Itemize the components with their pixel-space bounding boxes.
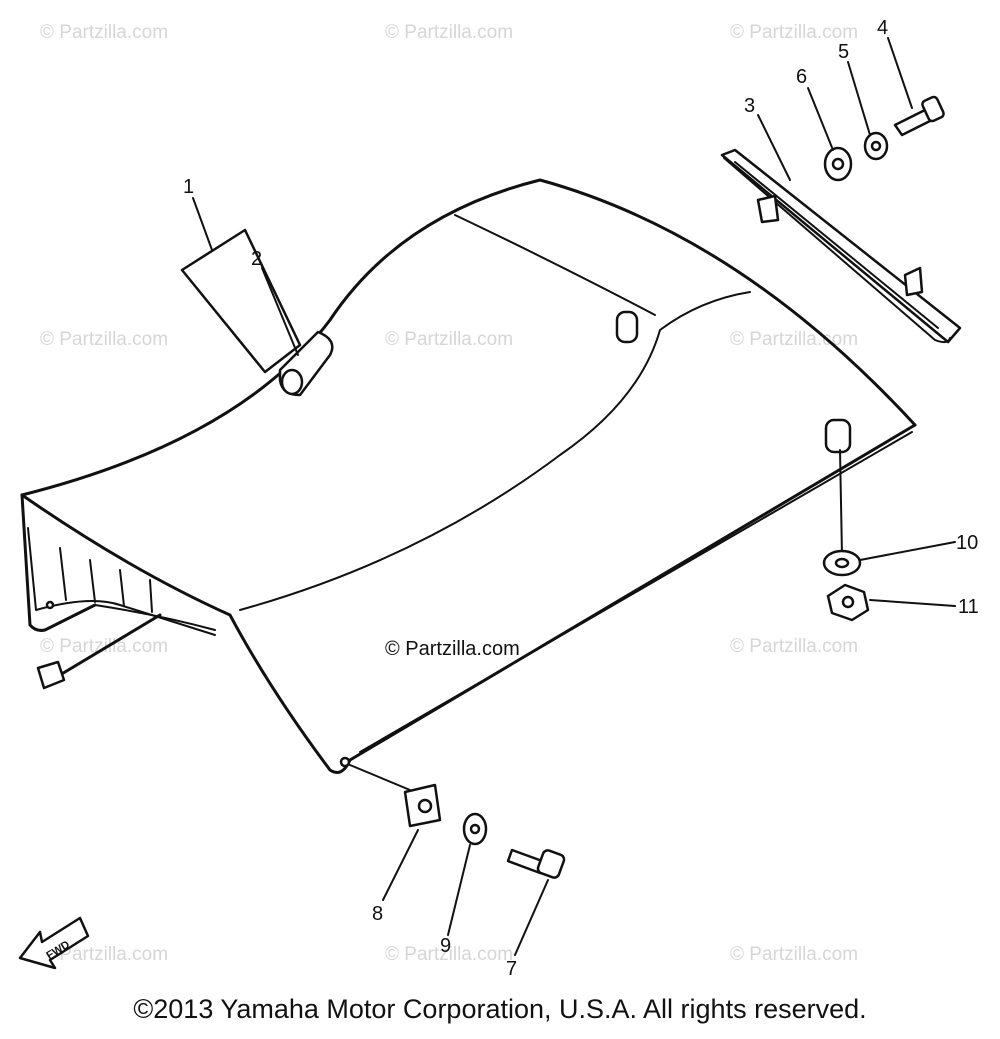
seat-front-skirt [20, 493, 97, 632]
seat-cushion-contour [239, 291, 751, 611]
watermark-layer: © Partzilla.com © Partzilla.com © Partzi… [40, 22, 858, 965]
part-7-bolt-head [536, 849, 566, 879]
seat-damper [615, 310, 639, 344]
callout-4: 4 [877, 17, 888, 39]
copyright-footer: ©2013 Yamaha Motor Corporation, U.S.A. A… [133, 994, 867, 1024]
leader-11 [869, 599, 956, 607]
plate-inner [723, 157, 951, 344]
part-4-bolt-head [921, 95, 945, 123]
seat-top-outline [20, 178, 917, 497]
seat-rear-ridge [454, 214, 656, 316]
callout-11: 11 [958, 596, 979, 618]
bottom-hardware [349, 764, 566, 879]
strap-bolt-head [280, 368, 304, 396]
watermark-text: © Partzilla.com [40, 22, 168, 43]
part-plate [720, 148, 962, 344]
callout-1: 1 [183, 176, 194, 198]
seat-right-edge-inner [359, 431, 913, 753]
seat-damper [824, 418, 852, 454]
leader-6 [807, 87, 834, 151]
watermark-text: © Partzilla.com [730, 22, 858, 43]
callout-2: 2 [251, 248, 262, 270]
plate-tab [756, 194, 780, 224]
seat-assembly [20, 178, 917, 774]
seat-front-hole [45, 600, 55, 610]
leader-9 [447, 844, 471, 936]
center-watermark: © Partzilla.com [385, 638, 520, 660]
callout-10: 10 [956, 532, 978, 554]
leader-4 [887, 37, 913, 109]
leader-8 [382, 829, 419, 901]
right-hardware [822, 449, 870, 622]
upper-hardware [823, 95, 945, 182]
leader-7 [514, 879, 549, 956]
mount-line [349, 764, 411, 791]
seat-strap [180, 228, 302, 374]
plate-frame [720, 148, 962, 344]
callout-6: 6 [796, 66, 807, 88]
watermark-text: © Partzilla.com [385, 22, 513, 43]
leader-10 [859, 541, 956, 561]
watermark-text: © Partzilla.com [730, 329, 858, 350]
part-5-hole [870, 140, 882, 152]
leader-2 [261, 267, 299, 356]
seat-front-inner-edge [27, 527, 216, 636]
part-10-hole [834, 557, 850, 569]
front-hook-rod [58, 613, 162, 677]
watermark-text: © Partzilla.com [40, 329, 168, 350]
plate-tab [903, 266, 924, 297]
seat-mount-hole [339, 756, 351, 768]
watermark-text: © Partzilla.com [385, 944, 513, 965]
watermark-text: © Partzilla.com [40, 944, 168, 965]
leader-1 [192, 197, 213, 251]
seat-side-sweep [20, 493, 352, 774]
watermark-text: © Partzilla.com [730, 944, 858, 965]
seat-front-ribs [59, 547, 153, 613]
callout-9: 9 [440, 935, 451, 957]
callout-5: 5 [838, 41, 849, 63]
part-6-hole [831, 157, 845, 171]
fwd-arrow-icon [18, 916, 90, 970]
stud-line [839, 449, 843, 556]
callout-7: 7 [506, 958, 517, 980]
watermark-text: © Partzilla.com [40, 636, 168, 657]
leader-5 [847, 61, 871, 136]
part-11-hole [841, 595, 855, 609]
callout-3: 3 [744, 95, 755, 117]
front-hook [36, 660, 66, 690]
callout-8: 8 [372, 903, 383, 925]
part-8-hole [417, 798, 433, 814]
callout-labels: 1 2 3 4 5 6 7 8 9 10 11 [183, 17, 979, 980]
part-9-hole [469, 823, 481, 835]
leader-lines [192, 37, 956, 956]
watermark-text: © Partzilla.com [730, 636, 858, 657]
watermark-text: © Partzilla.com [385, 329, 513, 350]
leader-3 [757, 114, 791, 181]
